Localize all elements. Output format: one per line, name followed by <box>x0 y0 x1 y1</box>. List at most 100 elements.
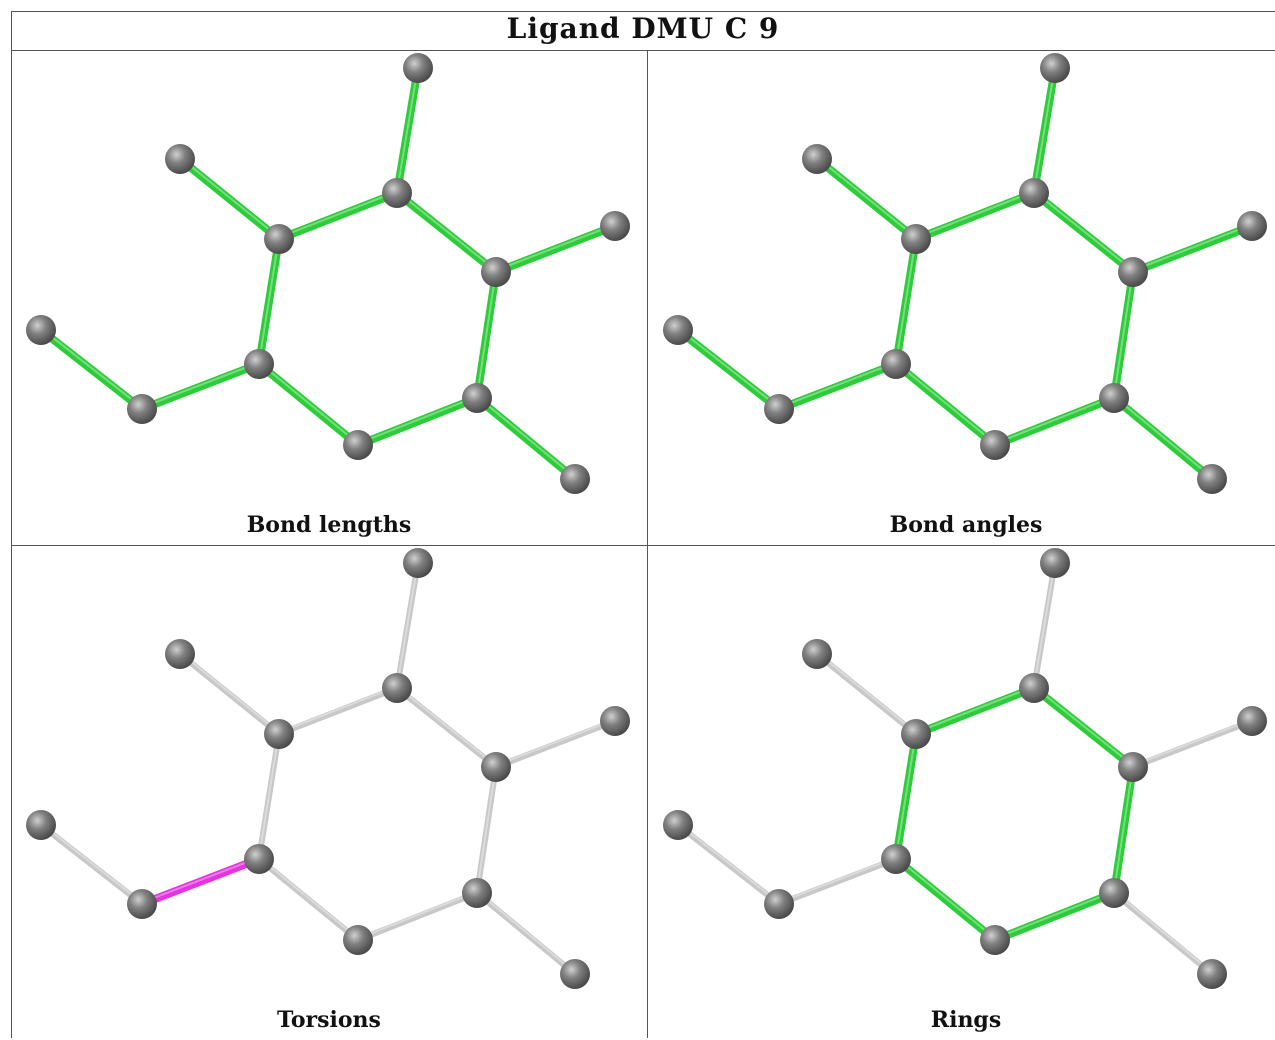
bond-10-8 <box>355 890 480 943</box>
bond-3-5 <box>493 718 618 770</box>
bond-10-8 <box>991 889 1118 944</box>
atom-7 <box>881 349 911 379</box>
bond-shine-7-10 <box>258 361 359 445</box>
bond-10-8 <box>354 394 481 449</box>
atom-2 <box>1019 673 1049 703</box>
atom-10 <box>980 430 1010 460</box>
atom-5 <box>1118 257 1148 287</box>
atom-5 <box>1118 752 1148 782</box>
bond-5-8 <box>473 268 500 402</box>
bond-shine-3-5 <box>495 718 616 767</box>
atom-11 <box>1197 959 1227 989</box>
bond-shine-10-8 <box>994 890 1115 940</box>
atom-4 <box>264 719 294 749</box>
bond-shine-5-8 <box>476 270 497 397</box>
bond-7-10 <box>892 360 999 449</box>
bond-3-5 <box>1129 222 1256 276</box>
atom-8 <box>462 383 492 413</box>
bond-6-9 <box>675 822 782 907</box>
atom-6 <box>26 810 56 840</box>
atom-8 <box>1099 383 1129 413</box>
bond-shine-8-11 <box>1113 395 1213 479</box>
bond-1-4 <box>176 155 283 243</box>
atom-3 <box>1237 211 1267 241</box>
panel-torsions: Torsions <box>11 546 647 1040</box>
bond-shine-2-4 <box>278 190 398 239</box>
bond-shine-1-4 <box>179 156 280 239</box>
bond-shine-2-4 <box>915 190 1035 239</box>
atom-0 <box>403 53 433 83</box>
bond-shine-7-10 <box>895 856 996 940</box>
panel-bond-angles: Bond angles <box>648 51 1275 545</box>
bond-shine-2-5 <box>1033 685 1134 767</box>
bond-shine-2-4 <box>278 685 398 734</box>
bond-9-7 <box>138 360 263 413</box>
atom-8 <box>1099 878 1129 908</box>
bond-7-10 <box>256 856 361 943</box>
atom-9 <box>127 394 157 424</box>
title-divider <box>11 50 1275 51</box>
atom-5 <box>481 257 511 287</box>
bond-shine-2-5 <box>1033 190 1134 272</box>
bond-shine-3-5 <box>1132 223 1253 272</box>
bond-shine-0-2 <box>396 66 419 192</box>
atom-11 <box>560 464 590 494</box>
atom-9 <box>764 889 794 919</box>
bond-5-8 <box>1110 763 1137 897</box>
bond-2-5 <box>1030 684 1137 771</box>
atom-2 <box>382 673 412 703</box>
molecule-bond-angles <box>663 53 1267 494</box>
bond-shine-4-7 <box>258 732 280 858</box>
bond-8-11 <box>474 890 578 977</box>
molecule-rings <box>663 548 1267 989</box>
panel-bond-lengths: Bond lengths <box>11 51 647 545</box>
border-left <box>11 11 12 1038</box>
bond-shine-8-11 <box>476 395 576 479</box>
atom-10 <box>343 925 373 955</box>
bond-shine-5-8 <box>1113 270 1134 397</box>
atom-4 <box>901 224 931 254</box>
bond-shine-8-11 <box>476 890 576 974</box>
atom-7 <box>244 844 274 874</box>
bond-shine-10-8 <box>357 395 478 445</box>
molecule-bond-lengths <box>26 53 630 494</box>
bond-shine-6-9 <box>40 327 143 409</box>
bond-shine-1-4 <box>816 156 917 239</box>
bond-1-4 <box>813 155 920 243</box>
bond-shine-10-8 <box>994 395 1115 445</box>
bond-shine-0-2 <box>1033 66 1056 192</box>
bond-5-8 <box>1110 268 1137 402</box>
bond-6-9 <box>38 822 145 907</box>
bond-0-2 <box>1031 560 1058 691</box>
caption-bond-lengths: Bond lengths <box>246 512 412 538</box>
bond-3-5 <box>1130 718 1255 770</box>
bond-shine-4-7 <box>258 237 280 363</box>
bond-7-10 <box>892 855 999 944</box>
bond-shine-9-7 <box>778 856 897 904</box>
bond-shine-1-4 <box>816 651 917 734</box>
bond-2-5 <box>393 189 500 276</box>
caption-bond-angles: Bond angles <box>889 512 1043 538</box>
bond-shine-3-5 <box>1132 718 1253 767</box>
atom-1 <box>165 144 195 174</box>
atom-6 <box>663 810 693 840</box>
bond-5-8 <box>474 764 499 896</box>
atom-10 <box>980 925 1010 955</box>
bond-4-7 <box>256 731 282 862</box>
bond-shine-9-7 <box>141 856 260 904</box>
bond-shine-3-5 <box>495 223 616 272</box>
atom-3 <box>600 706 630 736</box>
bond-2-5 <box>394 685 499 770</box>
atom-1 <box>802 144 832 174</box>
atom-2 <box>1019 178 1049 208</box>
bond-1-4 <box>814 651 919 737</box>
atom-6 <box>26 315 56 345</box>
bond-6-9 <box>674 326 783 413</box>
caption-torsions: Torsions <box>277 1007 381 1033</box>
bond-shine-6-9 <box>677 822 780 904</box>
atom-11 <box>1197 464 1227 494</box>
bond-10-8 <box>991 394 1118 449</box>
bond-shine-2-4 <box>915 685 1035 734</box>
bond-4-7 <box>892 730 920 863</box>
